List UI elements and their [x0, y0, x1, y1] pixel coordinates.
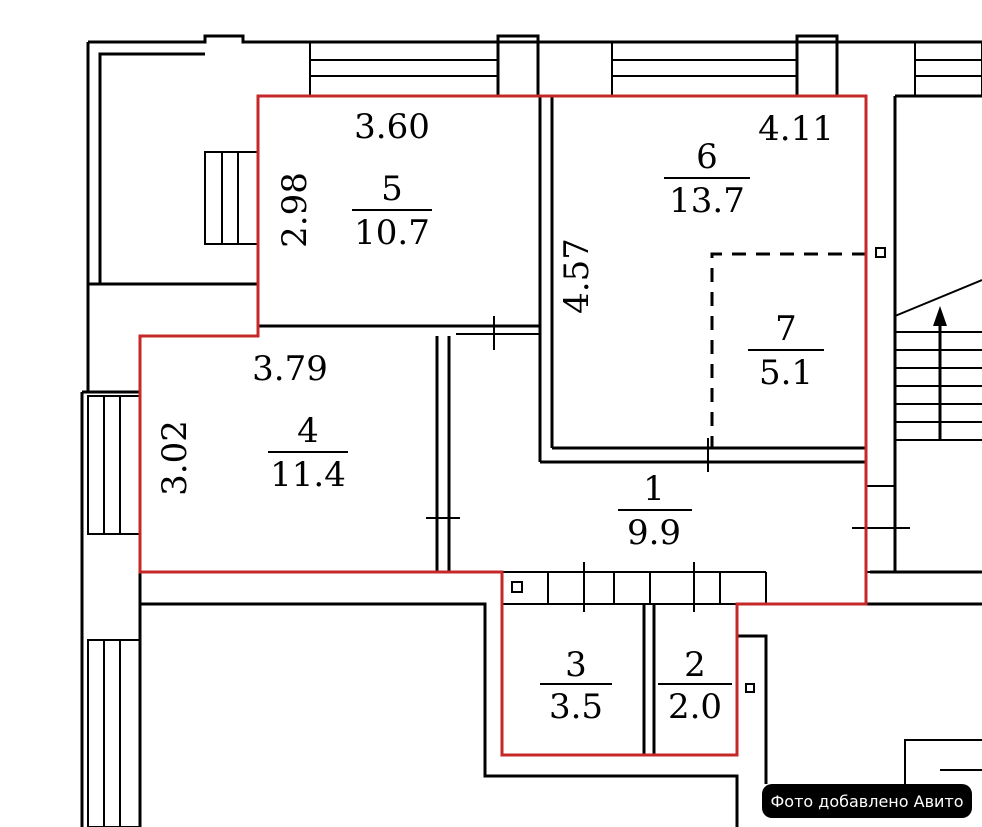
window-pier-top-1	[496, 34, 839, 98]
svg-text:6: 6	[696, 137, 718, 177]
dimension-room5-width: 3.60	[354, 107, 430, 147]
svg-text:5: 5	[381, 169, 403, 209]
svg-text:7: 7	[775, 309, 797, 349]
marker-square	[745, 683, 755, 693]
svg-text:4: 4	[297, 411, 319, 451]
window-left-lower	[87, 639, 141, 827]
window-left-room5	[204, 151, 259, 245]
lower-right-structure	[904, 739, 982, 784]
dimension-room6-height: 4.57	[557, 238, 597, 314]
room7-dashed-boundary	[710, 252, 866, 448]
svg-text:5.1: 5.1	[759, 353, 813, 393]
room-label-4: 4 11.4	[268, 411, 348, 495]
staircase	[894, 279, 982, 441]
window-top-1	[309, 41, 499, 97]
marker-square	[875, 247, 886, 258]
dimension-room4-height: 3.02	[155, 420, 195, 496]
window-left-room4	[87, 395, 141, 535]
room-label-3: 3 3.5	[540, 645, 612, 727]
dimension-room5-height: 2.98	[275, 172, 315, 248]
svg-text:9.9: 9.9	[627, 513, 681, 553]
apartment-outline	[138, 94, 868, 757]
window-top-3	[914, 41, 982, 97]
svg-text:13.7: 13.7	[669, 181, 745, 221]
svg-text:2: 2	[684, 645, 706, 685]
svg-text:1: 1	[643, 469, 665, 509]
svg-text:2.0: 2.0	[668, 687, 722, 727]
arrow-up-icon	[933, 306, 947, 326]
dimension-room6-width: 4.11	[758, 109, 834, 149]
room-label-2: 2 2.0	[658, 645, 732, 727]
room-label-6: 6 13.7	[664, 137, 750, 221]
svg-text:11.4: 11.4	[270, 455, 346, 495]
dimension-room4-width: 3.79	[252, 349, 328, 389]
svg-text:10.7: 10.7	[354, 213, 430, 253]
room-label-7: 7 5.1	[748, 309, 824, 393]
door-markers	[426, 316, 910, 612]
window-top-2	[611, 41, 798, 97]
avito-watermark: Фото добавлено Авито	[762, 784, 972, 818]
svg-text:3: 3	[565, 645, 587, 685]
svg-text:3.5: 3.5	[549, 687, 603, 727]
building-walls	[80, 34, 982, 827]
room-label-5: 5 10.7	[352, 169, 432, 253]
room-label-1: 1 9.9	[618, 469, 692, 553]
marker-square	[511, 581, 523, 593]
